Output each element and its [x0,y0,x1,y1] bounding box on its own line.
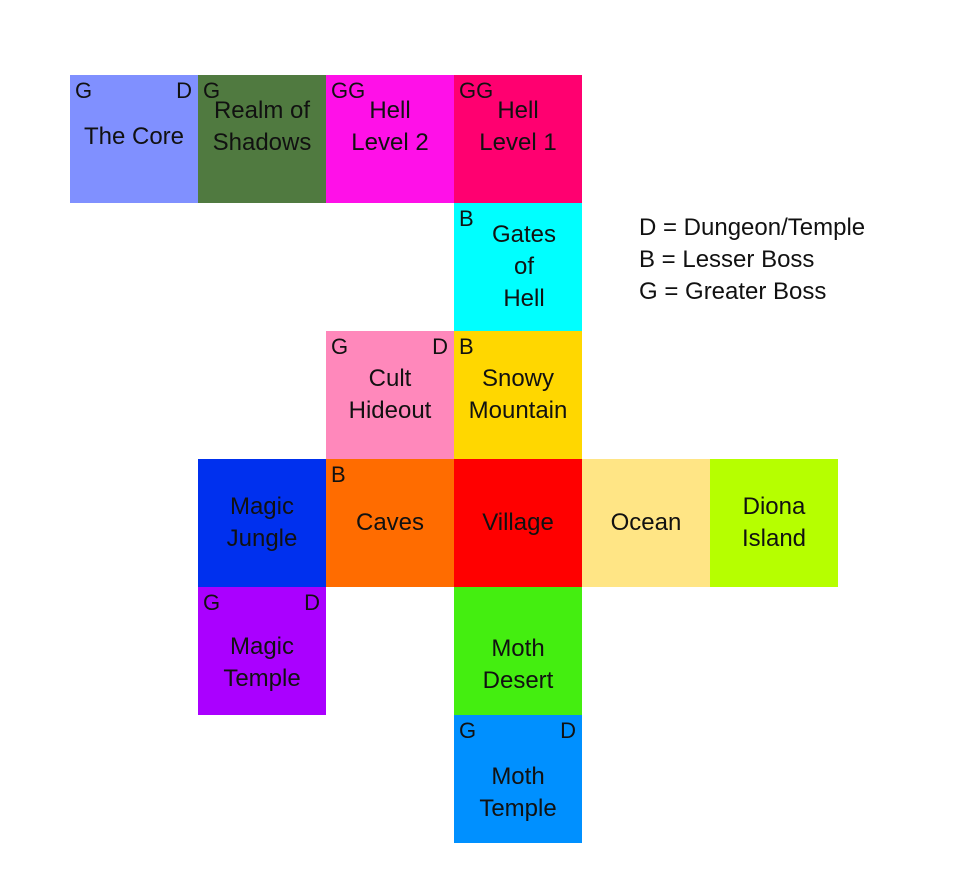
tile-label: The Core [83,123,185,150]
dungeon-marker: D [176,78,192,103]
legend-lesser-boss: B = Lesser Boss [639,246,815,273]
tile-label: Caves [355,509,425,536]
boss-marker: G [203,78,221,103]
tile-hell-level-2: GG Hell Level 2 [326,75,454,203]
boss-marker: B [459,334,474,359]
tile-label: Magic Temple [223,633,301,692]
boss-marker: GG [331,78,366,103]
legend-dungeon: D = Dungeon/Temple [639,214,866,241]
tile-label: Moth Desert [482,635,554,694]
tile-village: Village [454,459,582,587]
tile-label: Hell Level 2 [351,97,429,156]
tile-label: Snowy Mountain [468,365,568,424]
tile-moth-desert: Moth Desert [454,587,582,715]
boss-marker: B [459,206,474,231]
tile-magic-jungle: Magic Jungle [198,459,326,587]
boss-marker: G [331,334,349,359]
tile-label: Magic Jungle [226,493,298,552]
tile-label: Ocean [610,509,682,536]
tile-cult-hideout: G D Cult Hideout [326,331,454,459]
boss-marker: G [459,718,477,743]
tile-gates-of-hell: B Gates of Hell [454,203,582,331]
dungeon-marker: D [432,334,448,359]
tile-label: Moth Temple [479,763,557,822]
tile-realm-of-shadows: G Realm of Shadows [198,75,326,203]
boss-marker: G [75,78,93,103]
tile-snowy-mountain: B Snowy Mountain [454,331,582,459]
dungeon-marker: D [560,718,576,743]
dungeon-marker: D [304,590,320,615]
tile-label: Diona Island [741,493,807,552]
tile-label: Realm of Shadows [212,97,312,156]
tile-hell-level-1: GG Hell Level 1 [454,75,582,203]
legend-greater-boss: G = Greater Boss [639,278,827,305]
tile-diona-island: Diona Island [710,459,838,587]
tile-label: Hell Level 1 [479,97,557,156]
tile-label: Village [482,509,554,536]
boss-marker: B [331,462,346,487]
tile-label: Cult Hideout [348,365,432,424]
tile-the-core: G D The Core [70,75,198,203]
tile-label: Gates of Hell [491,221,557,312]
tile-caves: B Caves [326,459,454,587]
boss-marker: G [203,590,221,615]
tile-ocean: Ocean [582,459,710,587]
boss-marker: GG [459,78,494,103]
tile-magic-temple: G D Magic Temple [198,587,326,715]
tile-moth-temple: G D Moth Temple [454,715,582,843]
legend: D = Dungeon/Temple B = Lesser Boss G = G… [639,212,865,308]
